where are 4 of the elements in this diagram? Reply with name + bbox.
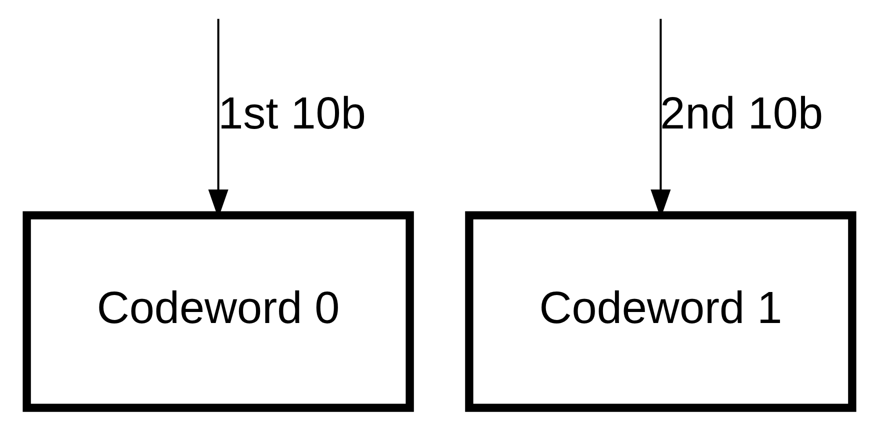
node-box: Codeword 1 xyxy=(464,210,856,412)
node-box: Codeword 0 xyxy=(22,210,414,412)
edge-label: 1st 10b xyxy=(218,86,366,138)
edge-label: 2nd 10b xyxy=(660,86,823,138)
